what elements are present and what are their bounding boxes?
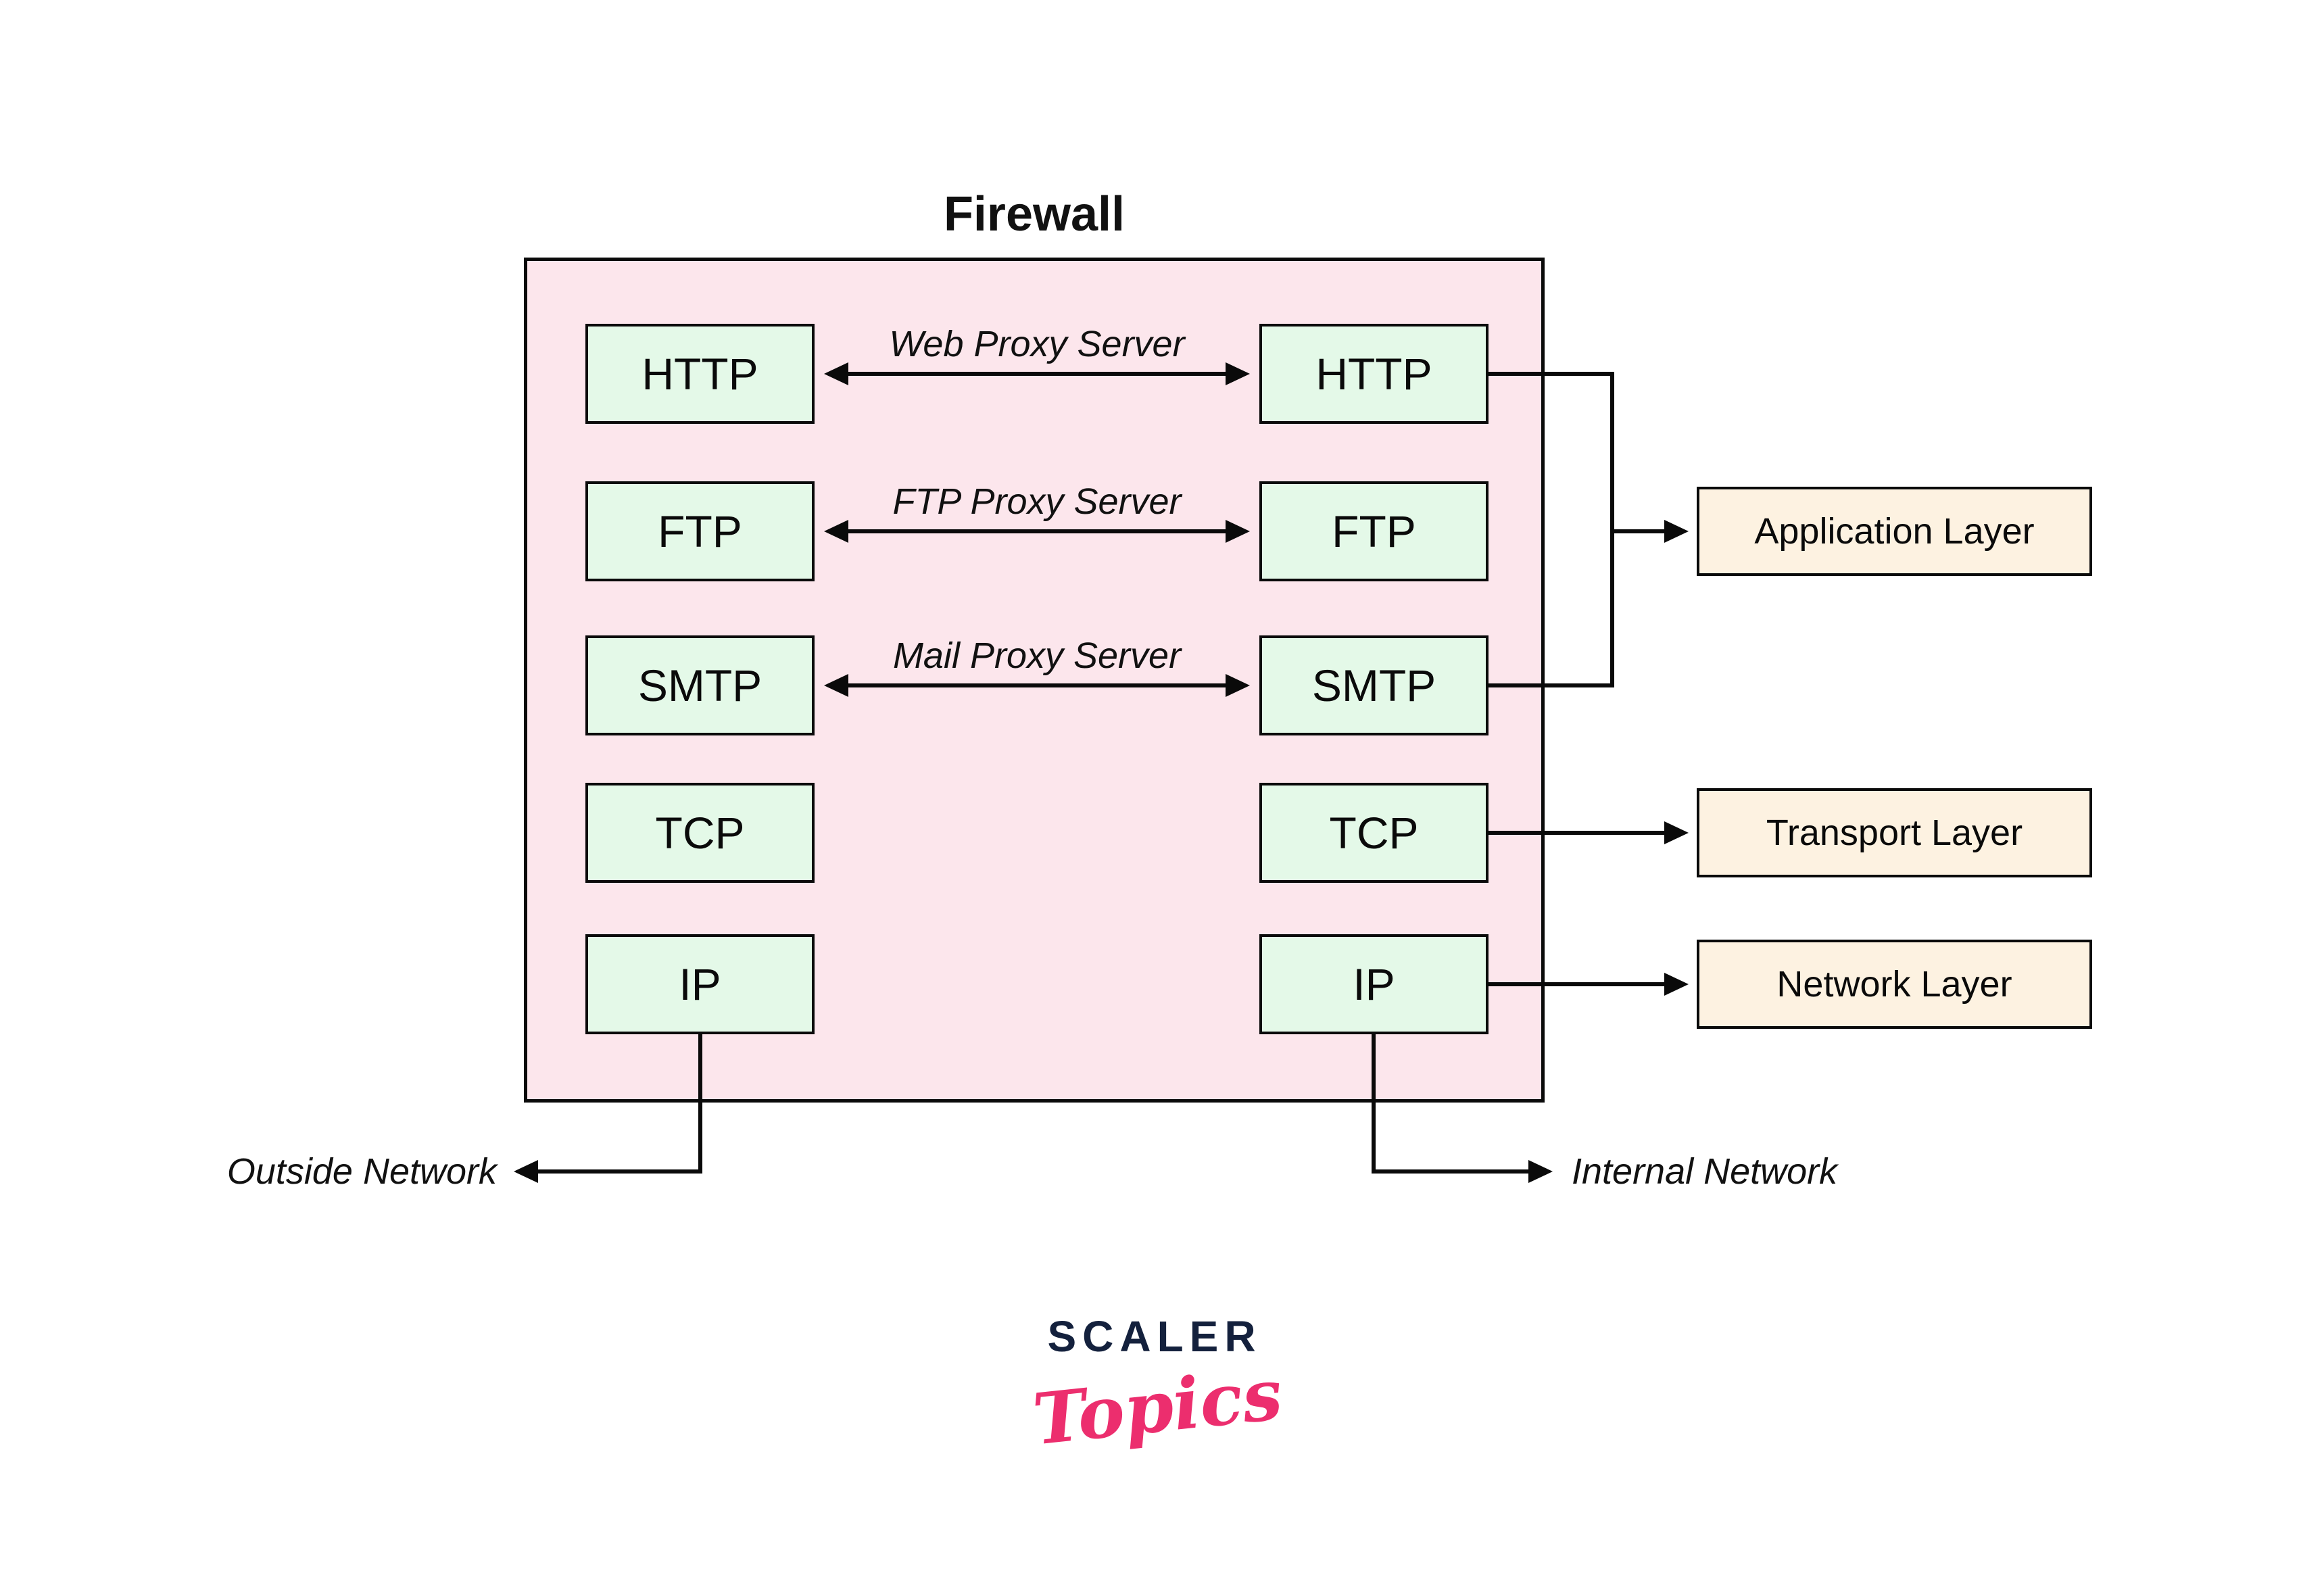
outside-network-connector (514, 1034, 702, 1183)
ftp-proxy-arrow (824, 520, 1250, 543)
protocol-box-left-smtp: SMTP (585, 635, 815, 735)
logo-wordmark-text: Topics (1029, 1352, 1286, 1461)
diagram-title: Firewall (943, 187, 1126, 241)
outside-network-label: Outside Network (226, 1151, 497, 1192)
application-layer-arrow (1612, 520, 1689, 543)
network-layer-box: Network Layer (1697, 940, 2092, 1029)
protocol-box-left-ftp: FTP (585, 481, 815, 581)
network-layer-arrow (1489, 973, 1689, 996)
protocol-box-right-http: HTTP (1259, 324, 1489, 424)
application-layer-box: Application Layer (1697, 487, 2092, 576)
logo-brand-text: SCALER (1047, 1312, 1262, 1361)
protocol-box-right-ftp: FTP (1259, 481, 1489, 581)
mail-proxy-arrow (824, 674, 1250, 697)
scaler-topics-logo: SCALER Topics (1030, 1311, 1286, 1541)
mail-proxy-server-label: Mail Proxy Server (892, 635, 1182, 676)
transport-layer-box: Transport Layer (1697, 788, 2092, 877)
ftp-proxy-server-label: FTP Proxy Server (892, 481, 1182, 522)
protocol-box-right-tcp: TCP (1259, 783, 1489, 883)
internal-network-label: Internal Network (1572, 1151, 1838, 1192)
application-layer-bracket (1489, 372, 1614, 687)
protocol-box-left-http: HTTP (585, 324, 815, 424)
protocol-box-right-smtp: SMTP (1259, 635, 1489, 735)
protocol-box-left-tcp: TCP (585, 783, 815, 883)
web-proxy-arrow (824, 362, 1250, 385)
transport-layer-arrow (1489, 821, 1689, 844)
protocol-box-left-ip: IP (585, 934, 815, 1034)
protocol-box-right-ip: IP (1259, 934, 1489, 1034)
internal-network-connector (1372, 1034, 1553, 1183)
web-proxy-server-label: Web Proxy Server (889, 324, 1185, 364)
